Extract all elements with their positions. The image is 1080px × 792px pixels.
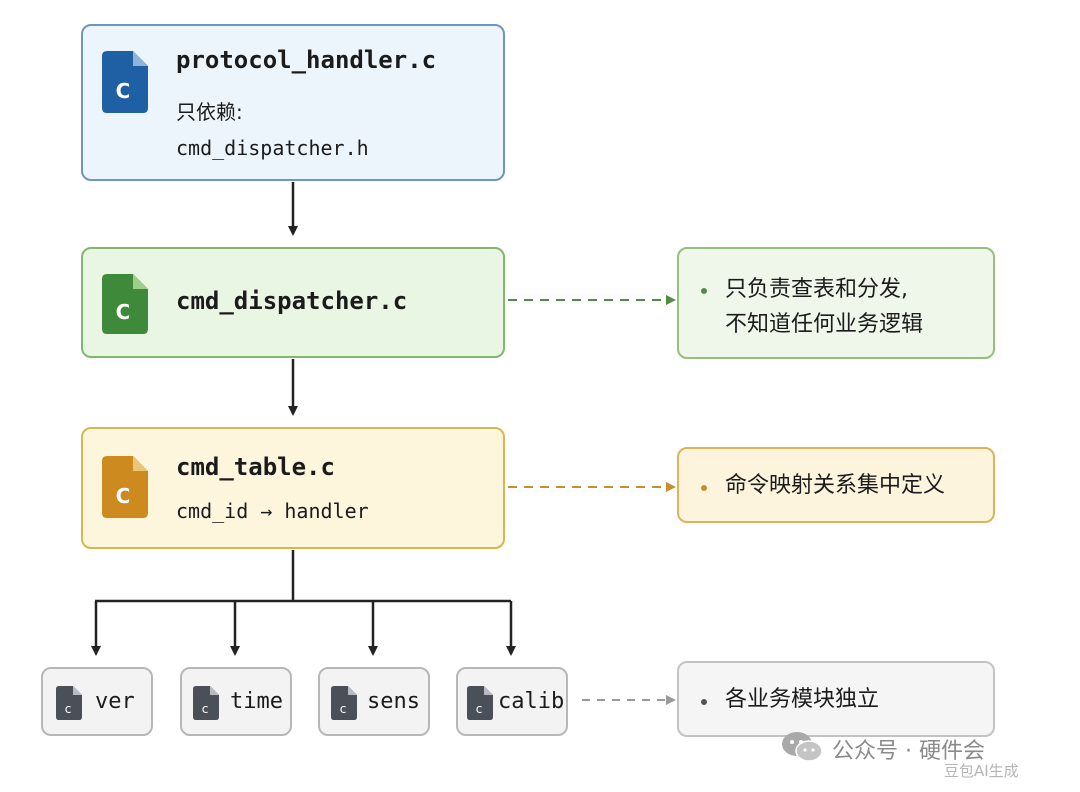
dispatcher-note-line2: 不知道任何业务逻辑 — [725, 312, 924, 337]
icon-letter: c — [202, 702, 209, 716]
cmd-table-box: C cmd_table.c cmd_id → handler — [81, 427, 505, 549]
dispatcher-note-line1: 只负责查表和分发, — [725, 277, 908, 302]
cmd-table-mapping: cmd_id → handler — [176, 499, 369, 523]
module-ver: c ver — [41, 667, 153, 736]
c-file-icon: c — [467, 686, 493, 720]
bullet-dot — [701, 288, 707, 294]
module-sens: c sens — [318, 667, 430, 736]
wechat-icon — [782, 732, 823, 762]
c-file-icon: C — [102, 274, 148, 334]
c-file-icon: C — [102, 51, 148, 113]
icon-letter: c — [65, 702, 72, 716]
module-calib: c calib — [456, 667, 568, 736]
icon-letter: c — [340, 702, 347, 716]
module-label: sens — [367, 689, 420, 714]
c-file-icon: C — [102, 456, 148, 518]
c-file-icon: c — [56, 686, 82, 720]
table-note: 命令映射关系集中定义 — [677, 447, 995, 523]
bullet-dot — [701, 699, 707, 705]
protocol-handler-box: C protocol_handler.c 只依赖: cmd_dispatcher… — [81, 24, 505, 181]
watermark-ai-tag: 豆包AI生成 — [944, 762, 1019, 780]
protocol-handler-dep-label: 只依赖: — [176, 100, 243, 124]
icon-letter: C — [116, 300, 131, 324]
icon-letter: c — [476, 702, 483, 716]
module-label: calib — [498, 689, 565, 714]
cmd-dispatcher-filename: cmd_dispatcher.c — [176, 287, 408, 315]
table-note-text: 命令映射关系集中定义 — [725, 473, 946, 498]
c-file-icon: c — [193, 686, 219, 720]
cmd-dispatcher-box: C cmd_dispatcher.c — [81, 247, 505, 358]
module-time: c time — [180, 667, 292, 736]
module-label: time — [230, 689, 283, 714]
cmd-table-filename: cmd_table.c — [176, 453, 335, 481]
icon-letter: C — [116, 484, 131, 508]
protocol-handler-dep-file: cmd_dispatcher.h — [176, 136, 369, 160]
protocol-handler-filename: protocol_handler.c — [176, 46, 437, 74]
icon-letter: C — [116, 79, 131, 103]
module-label: ver — [95, 689, 135, 714]
modules-note: 各业务模块独立 — [677, 661, 995, 737]
bullet-dot — [701, 485, 707, 491]
modules-note-text: 各业务模块独立 — [725, 687, 880, 712]
dispatcher-note: 只负责查表和分发, 不知道任何业务逻辑 — [677, 247, 995, 359]
c-file-icon: c — [331, 686, 357, 720]
watermark-text: 公众号 · 硬件会 — [832, 739, 985, 764]
